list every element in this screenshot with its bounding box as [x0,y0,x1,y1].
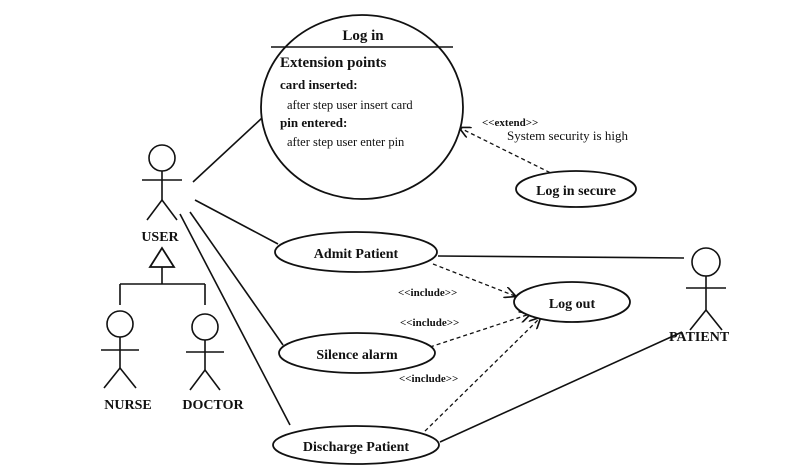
extend-label: <<extend>> [482,117,538,129]
actor-patient-label: PATIENT [669,330,730,345]
use-case-login-secure: Log in secure [515,170,637,208]
actor-doctor-label: DOCTOR [182,398,244,413]
login-secure-label: Log in secure [536,184,616,199]
actor-user-figure [142,144,182,221]
actor-user-label: USER [141,230,179,245]
include-arrow-admit [432,263,515,296]
logout-label: Log out [549,297,596,312]
association-user-login [192,117,263,183]
extension-point-pin-name: pin entered: [280,115,347,130]
association-patient-admit [437,255,685,259]
use-case-login: Log in Extension points card inserted: a… [260,14,464,200]
silence-alarm-label: Silence alarm [316,348,398,363]
extension-point-pin-desc: after step user enter pin [287,135,405,149]
use-case-silence-alarm: Silence alarm [278,332,436,374]
login-title: Log in [342,28,384,44]
include-arrow-discharge [419,318,540,437]
use-case-logout: Log out [513,281,631,323]
actor-patient-figure [686,247,726,331]
association-patient-discharge [439,331,683,443]
discharge-patient-label: Discharge Patient [303,440,409,455]
association-user-silence [189,211,284,346]
generalization-triangle [148,246,176,268]
extend-condition-label: System security is high [507,128,628,143]
include-label-discharge: <<include>> [399,373,458,385]
include-label-silence: <<include>> [400,317,459,329]
admit-patient-label: Admit Patient [314,247,399,262]
include-label-admit: <<include>> [398,287,457,299]
association-user-discharge [179,213,291,426]
use-case-admit-patient: Admit Patient [274,231,438,273]
actor-nurse-figure [101,310,139,389]
actor-nurse-label: NURSE [104,398,151,413]
use-case-discharge-patient: Discharge Patient [272,425,440,465]
association-user-admit [194,199,279,245]
extension-points-header: Extension points [280,55,386,71]
include-arrow-silence [429,314,530,348]
actor-doctor-figure [186,313,224,391]
extension-point-card-name: card inserted: [280,77,358,92]
extension-point-card-desc: after step user insert card [287,98,413,112]
